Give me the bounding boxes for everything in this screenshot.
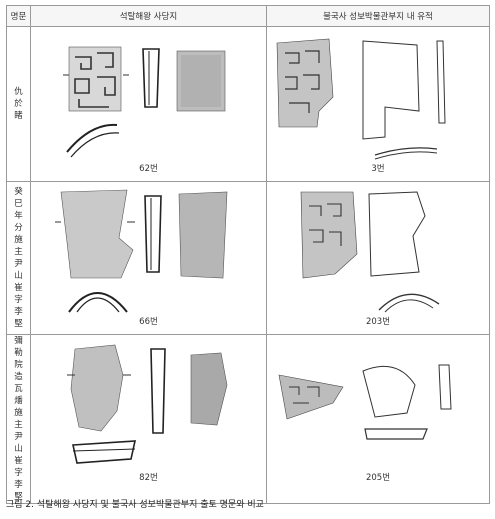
table-row: 仇 於 睹: [6, 26, 490, 182]
specimen-number-b: 3번: [371, 164, 385, 174]
specimen-number-b: 205번: [365, 473, 391, 483]
figure-cell-site-b: 205번: [266, 334, 490, 504]
table-row: 癸 巳 年 分 施 主 尹 山 崔 字 李 堅: [6, 181, 490, 335]
header-site-b: 불국사 성보박물관부지 내 유적: [266, 5, 490, 27]
roof-tile-drawing-62: [63, 46, 226, 158]
specimen-number-a: 82번: [139, 473, 158, 483]
header-site-a: 석탈해왕 사당지: [30, 5, 267, 27]
roof-tile-drawing-3: [276, 38, 446, 160]
comparison-table: 명문 석탈해왕 사당지 불국사 성보박물관부지 내 유적 仇 於 睹: [6, 5, 490, 504]
figure-cell-site-a: 82번: [30, 334, 267, 504]
inscription-cell: 仇 於 睹: [6, 26, 31, 182]
header-inscription: 명문: [6, 5, 31, 27]
figure-cell-site-b: 203번: [266, 181, 490, 335]
table-row: 彌 勒 院 造 瓦 燔 施 主 尹 山 崔 字 李 堅: [6, 334, 490, 504]
inscription-cell: 彌 勒 院 造 瓦 燔 施 主 尹 山 崔 字 李 堅: [6, 334, 31, 504]
comparison-table-wrapper: 명문 석탈해왕 사당지 불국사 성보박물관부지 내 유적 仇 於 睹: [6, 5, 490, 504]
figure-cell-site-b: 3번: [266, 26, 490, 182]
figure-cell-site-a: 62번: [30, 26, 267, 182]
inscription-cell: 癸 巳 年 分 施 主 尹 山 崔 字 李 堅: [6, 181, 31, 335]
table-header-row: 명문 석탈해왕 사당지 불국사 성보박물관부지 내 유적: [6, 5, 490, 27]
roof-tile-drawing-82: [67, 344, 228, 464]
figure-caption: 그림 2. 석탈해왕 사당지 및 불국사 성보박물관부지 출토 명문와 비교: [6, 500, 264, 510]
roof-tile-drawing-203: [300, 191, 440, 313]
specimen-number-b: 203번: [365, 317, 391, 327]
figure-cell-site-a: 66번: [30, 181, 267, 335]
roof-tile-drawing-205: [278, 364, 452, 440]
roof-tile-drawing-66: [55, 189, 228, 313]
specimen-number-a: 66번: [139, 317, 158, 327]
specimen-number-a: 62번: [139, 164, 158, 174]
